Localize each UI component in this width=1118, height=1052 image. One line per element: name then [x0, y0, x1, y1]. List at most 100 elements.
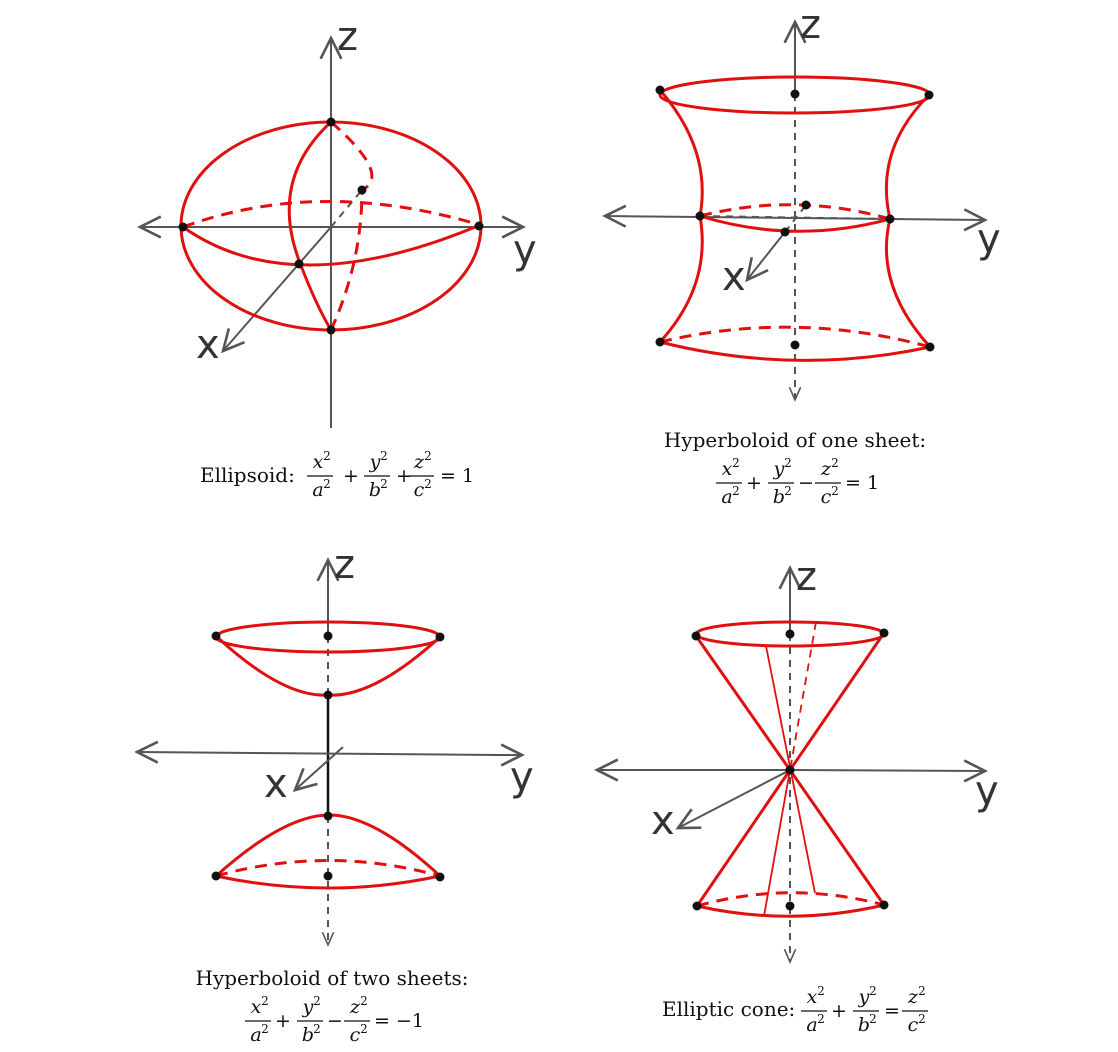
point — [801, 200, 811, 210]
elliptic-cone-panel: z y x — [597, 554, 999, 962]
point — [655, 85, 665, 95]
y-axis-hidden — [699, 215, 889, 220]
x-axis — [295, 746, 344, 790]
lower-nappe-rim-back — [696, 891, 885, 908]
svg-text:2: 2 — [918, 1012, 926, 1026]
minus-sign: − — [327, 1010, 343, 1032]
one-sheet-caption: Hyperboloid of one sheet: x 2 a 2 + y 2 … — [664, 428, 926, 508]
svg-text:c: c — [414, 479, 425, 501]
waist-back — [699, 203, 891, 221]
fraction-x-over-a: x 2 a 2 — [801, 984, 827, 1036]
svg-text:a: a — [250, 1024, 261, 1046]
svg-text:2: 2 — [732, 484, 740, 498]
x-axis-hidden — [330, 189, 363, 228]
waist-front — [699, 214, 891, 233]
point — [326, 325, 336, 335]
point — [885, 214, 895, 224]
svg-text:y: y — [369, 451, 381, 473]
point — [294, 259, 304, 269]
point — [326, 117, 336, 127]
y-axis-label: y — [510, 754, 534, 800]
meridian-front — [287, 120, 333, 331]
svg-text:z: z — [907, 986, 919, 1008]
fraction-x-over-a: x 2 a 2 — [716, 456, 742, 508]
equals-sign: = — [884, 1000, 900, 1022]
svg-text:b: b — [302, 1024, 314, 1046]
y-axis-label: y — [513, 227, 537, 273]
svg-text:2: 2 — [918, 984, 926, 998]
point — [323, 631, 333, 641]
upper-nappe-left-edge — [694, 635, 792, 771]
point — [323, 871, 333, 881]
svg-text:2: 2 — [424, 477, 432, 491]
svg-text:a: a — [312, 479, 323, 501]
svg-text:2: 2 — [817, 984, 825, 998]
z-axis-label: z — [334, 542, 355, 588]
plus-sign: + — [746, 472, 762, 494]
lower-sheet-rim-front — [215, 874, 441, 890]
svg-text:z: z — [820, 458, 832, 480]
point — [435, 632, 445, 642]
point — [655, 337, 665, 347]
equals-rhs: = 1 — [845, 472, 879, 494]
equator-back — [182, 200, 481, 229]
svg-text:a: a — [721, 486, 732, 508]
svg-text:z: z — [349, 996, 361, 1018]
bottom-rim-front — [659, 340, 931, 362]
svg-text:2: 2 — [261, 994, 269, 1008]
cone-equation: x 2 a 2 + y 2 b 2 = z 2 c 2 — [801, 984, 928, 1036]
svg-text:b: b — [773, 486, 785, 508]
cone-label: Elliptic cone: — [662, 997, 795, 1021]
x-axis — [678, 769, 791, 828]
plus-sign: + — [396, 465, 412, 487]
svg-text:2: 2 — [831, 456, 839, 470]
fraction-y-over-b: y 2 b 2 — [297, 994, 323, 1046]
point — [211, 871, 221, 881]
point — [925, 342, 935, 352]
fraction-z-over-c: z 2 c 2 — [344, 994, 370, 1046]
lower-nappe-rim-front — [696, 903, 885, 918]
svg-text:2: 2 — [323, 449, 331, 463]
point — [691, 631, 701, 641]
y-axis — [789, 770, 985, 771]
point — [879, 900, 889, 910]
x-axis-label: x — [264, 761, 288, 807]
x-axis-label: x — [651, 798, 675, 844]
plus-sign: + — [275, 1010, 291, 1032]
point — [474, 221, 484, 231]
fraction-x-over-a: x 2 a 2 — [307, 449, 333, 501]
point — [695, 211, 705, 221]
one-sheet-equation: x 2 a 2 + y 2 b 2 − z 2 c 2 = 1 — [716, 456, 879, 508]
lower-nappe-left-edge — [695, 769, 792, 907]
svg-text:c: c — [908, 1014, 919, 1036]
point — [879, 628, 889, 638]
cone-ruling-back — [789, 621, 817, 771]
fraction-y-over-b: y 2 b 2 — [853, 984, 879, 1036]
cone-caption: Elliptic cone: x 2 a 2 + y 2 b 2 = z 2 — [662, 984, 928, 1036]
plus-sign: + — [831, 1000, 847, 1022]
svg-text:2: 2 — [784, 484, 792, 498]
one-sheet-label: Hyperboloid of one sheet: — [664, 428, 926, 452]
svg-text:y: y — [773, 458, 785, 480]
point — [785, 765, 795, 775]
two-sheets-label: Hyperboloid of two sheets: — [196, 966, 469, 990]
svg-text:2: 2 — [380, 477, 388, 491]
ellipsoid-equation: x 2 a 2 + y 2 b 2 + z 2 c 2 = 1 — [307, 449, 474, 501]
y-axis-negative — [605, 216, 891, 219]
y-axis-negative — [137, 752, 501, 755]
minus-sign: − — [798, 472, 814, 494]
left-profile-top — [658, 89, 704, 217]
svg-text:y: y — [302, 996, 314, 1018]
svg-text:x: x — [251, 996, 262, 1018]
fraction-z-over-c: z 2 c 2 — [815, 456, 841, 508]
ellipsoid-caption: Ellipsoid: x 2 a 2 + y 2 b 2 + z 2 — [200, 449, 474, 501]
point — [790, 340, 800, 350]
hyperboloid-two-sheets-panel: z y x — [137, 542, 534, 945]
lower-nappe-right-edge — [788, 769, 886, 906]
svg-text:2: 2 — [732, 456, 740, 470]
point — [435, 872, 445, 882]
svg-text:2: 2 — [360, 994, 368, 1008]
point — [323, 690, 333, 700]
two-sheets-equation: x 2 a 2 + y 2 b 2 − z 2 c 2 = −1 — [245, 994, 424, 1046]
